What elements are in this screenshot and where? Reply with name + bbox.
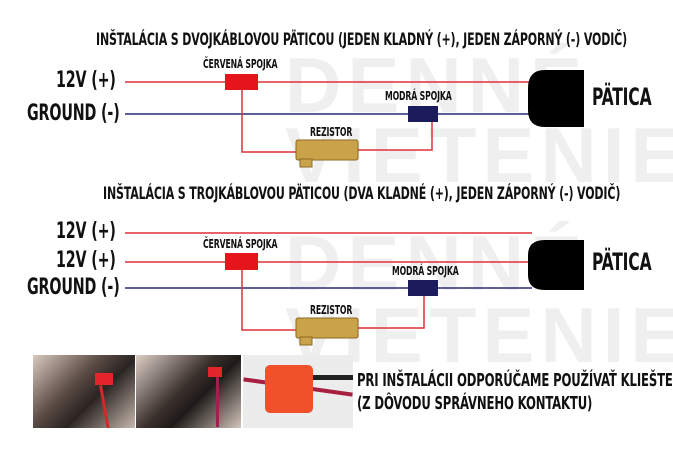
resistor-label-1: REZISTOR (310, 125, 353, 139)
resistor-blue-lead-2 (356, 296, 425, 329)
socket-2 (528, 240, 584, 290)
resistor-1 (295, 139, 359, 168)
red-connector-label-2: ČERVENÁ SPOJKA (203, 237, 278, 251)
socket-label-2: PÄTICA (592, 248, 652, 276)
red-connector-2 (225, 253, 258, 270)
resistor-label-2: REZISTOR (310, 303, 353, 317)
blue-connector-2 (408, 280, 438, 296)
resistor-2 (295, 317, 359, 346)
photo-crimping-pliers-2 (136, 355, 241, 428)
blue-connector-label-1: MODRÁ SPOJKA (385, 89, 452, 103)
photo-crimping-pliers-1 (33, 355, 135, 428)
diagram1-title: INŠTALÁCIA S DVOJKÁBLOVOU PÄTICOU (JEDEN… (96, 30, 627, 50)
blue-connector-label-2: MODRÁ SPOJKA (392, 264, 459, 278)
positive-label-2b: 12V (+) (56, 248, 116, 273)
note-line2: (Z DÔVODU SPRÁVNEHO KONTAKTU) (357, 393, 593, 414)
socket-1 (528, 70, 584, 127)
positive-label-2a: 12V (+) (56, 219, 116, 244)
resistor-red-lead-1 (241, 90, 300, 153)
blue-connector-1 (408, 106, 438, 122)
socket-label-1: PÄTICA (592, 83, 652, 111)
ground-label-2: GROUND (-) (27, 275, 120, 300)
resistor-red-lead-2 (241, 270, 300, 331)
note-line1: PRI INŠTALÁCII ODPORÚČAME POUŽÍVAŤ KLIEŠ… (357, 370, 673, 391)
red-connector-1 (225, 74, 258, 90)
red-connector-label-1: ČERVENÁ SPOJKA (203, 57, 278, 71)
photo-connector (243, 355, 353, 428)
ground-label-1: GROUND (-) (27, 101, 120, 126)
positive-label-1: 12V (+) (56, 68, 116, 93)
diagram2-title: INŠTALÁCIA S TROJKÁBLOVOU PÄTICOU (DVA K… (103, 184, 621, 204)
resistor-blue-lead-1 (356, 120, 433, 151)
